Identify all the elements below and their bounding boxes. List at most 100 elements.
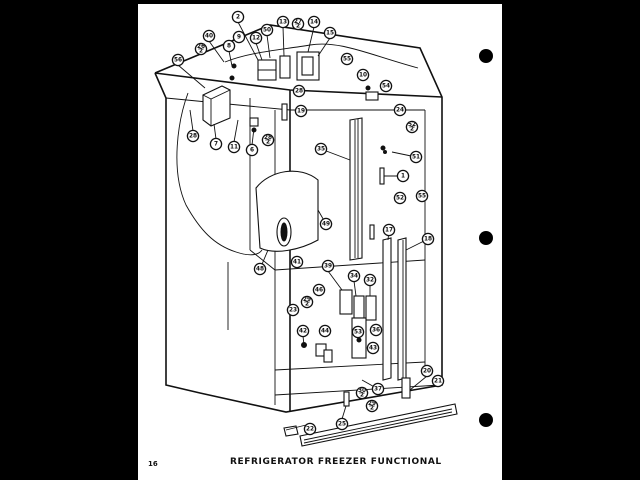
divider-channel	[349, 117, 363, 261]
svg-text:2: 2	[305, 301, 309, 307]
callout-50: 50	[260, 23, 274, 37]
callout-55: 55	[415, 189, 429, 203]
callout-20: 20	[420, 364, 434, 378]
callout-40: 40	[202, 29, 216, 43]
callout-label: 28	[189, 133, 197, 139]
callout-label: 9	[237, 34, 241, 40]
callout-label: 14	[310, 19, 318, 25]
callout-51: 51	[409, 150, 423, 164]
callout-label: 48	[256, 266, 264, 272]
callout-label: 1	[401, 173, 405, 179]
callout-label: 21	[434, 378, 442, 384]
callout-2: 2	[231, 10, 245, 24]
callout-28-2: 282	[261, 133, 275, 147]
callout-34: 34	[347, 269, 361, 283]
callout-28: 28	[186, 129, 200, 143]
svg-text:30: 30	[358, 388, 366, 394]
page-number: 16	[148, 460, 158, 468]
callout-30-2: 302	[355, 386, 369, 400]
svg-text:2: 2	[370, 405, 374, 411]
kickplate-grille	[283, 403, 458, 447]
callout-55: 55	[340, 52, 354, 66]
svg-text:27: 27	[294, 19, 302, 25]
callout-35: 35	[314, 142, 328, 156]
top-wire	[224, 43, 419, 69]
wiring-harness	[176, 92, 263, 256]
callout-49: 49	[319, 217, 333, 231]
callout-label: 34	[350, 273, 358, 279]
callout-label: 23	[289, 307, 297, 313]
callout-53: 53	[351, 325, 365, 339]
callout-29-2: 292	[300, 295, 314, 309]
svg-text:52: 52	[408, 122, 416, 128]
callout-label: 35	[317, 146, 325, 152]
callout-52: 52	[393, 191, 407, 205]
callout-label: 41	[293, 259, 301, 265]
callout-label: 36	[372, 327, 380, 333]
callout-36: 36	[369, 323, 383, 337]
callout-14: 14	[307, 15, 321, 29]
callout-11: 11	[227, 140, 241, 154]
callout-21: 21	[431, 374, 445, 388]
temperature-control-box	[202, 85, 231, 127]
callout-10: 10	[356, 68, 370, 82]
callout-label: 10	[359, 72, 367, 78]
callout-41: 41	[290, 255, 304, 269]
callout-label: 15	[326, 30, 334, 36]
evaporator-cover	[255, 170, 319, 252]
callout-label: 55	[343, 56, 351, 62]
callout-label: 44	[321, 328, 329, 334]
callout-label: 49	[322, 221, 330, 227]
callout-32: 32	[363, 273, 377, 287]
callout-12: 12	[249, 31, 263, 45]
callout-label: 32	[366, 277, 374, 283]
callout-24: 24	[393, 103, 407, 117]
callout-8: 8	[222, 39, 236, 53]
callout-18: 18	[421, 232, 435, 246]
svg-text:2: 2	[360, 392, 364, 398]
callout-label: 39	[324, 263, 332, 269]
leader-lines	[177, 21, 429, 431]
callout-label: 24	[396, 107, 404, 113]
callout-label: 11	[230, 144, 238, 150]
binder-hole-bottom	[479, 413, 493, 427]
binder-hole-middle	[479, 231, 493, 245]
svg-text:2: 2	[296, 23, 300, 29]
callout-1: 1	[396, 169, 410, 183]
callout-label: 51	[412, 154, 420, 160]
callout-17: 17	[382, 223, 396, 237]
svg-text:28: 28	[264, 135, 272, 141]
callout-6: 6	[245, 143, 259, 157]
callout-label: 37	[374, 386, 382, 392]
callout-label: 2	[236, 14, 240, 20]
callout-43: 43	[366, 341, 380, 355]
callout-54: 54	[379, 79, 393, 93]
diagram-title: REFRIGERATOR FREEZER FUNCTIONAL	[230, 457, 442, 467]
callout-29-2: 292	[365, 399, 379, 413]
svg-text:29: 29	[368, 401, 376, 407]
svg-text:2: 2	[266, 139, 270, 145]
callout-label: 8	[227, 43, 231, 49]
callout-39: 39	[321, 259, 335, 273]
callout-44: 44	[318, 324, 332, 338]
callout-23: 23	[286, 303, 300, 317]
callout-label: 7	[214, 141, 218, 147]
callout-37: 37	[371, 382, 385, 396]
svg-text:2: 2	[199, 48, 203, 54]
callout-label: 18	[424, 236, 432, 242]
callout-56: 56	[171, 53, 185, 67]
callout-19: 19	[294, 104, 308, 118]
callout-label: 6	[250, 147, 254, 153]
callout-48: 48	[253, 262, 267, 276]
callout-label: 22	[306, 426, 314, 432]
callout-label: 52	[396, 195, 404, 201]
callout-27-2: 272	[291, 17, 305, 31]
callout-label: 25	[338, 421, 346, 427]
callout-label: 40	[205, 33, 213, 39]
svg-text:29: 29	[303, 297, 311, 303]
callout-28: 28	[292, 84, 306, 98]
callout-label: 55	[418, 193, 426, 199]
callout-46: 46	[312, 283, 326, 297]
callout-label: 56	[174, 57, 182, 63]
